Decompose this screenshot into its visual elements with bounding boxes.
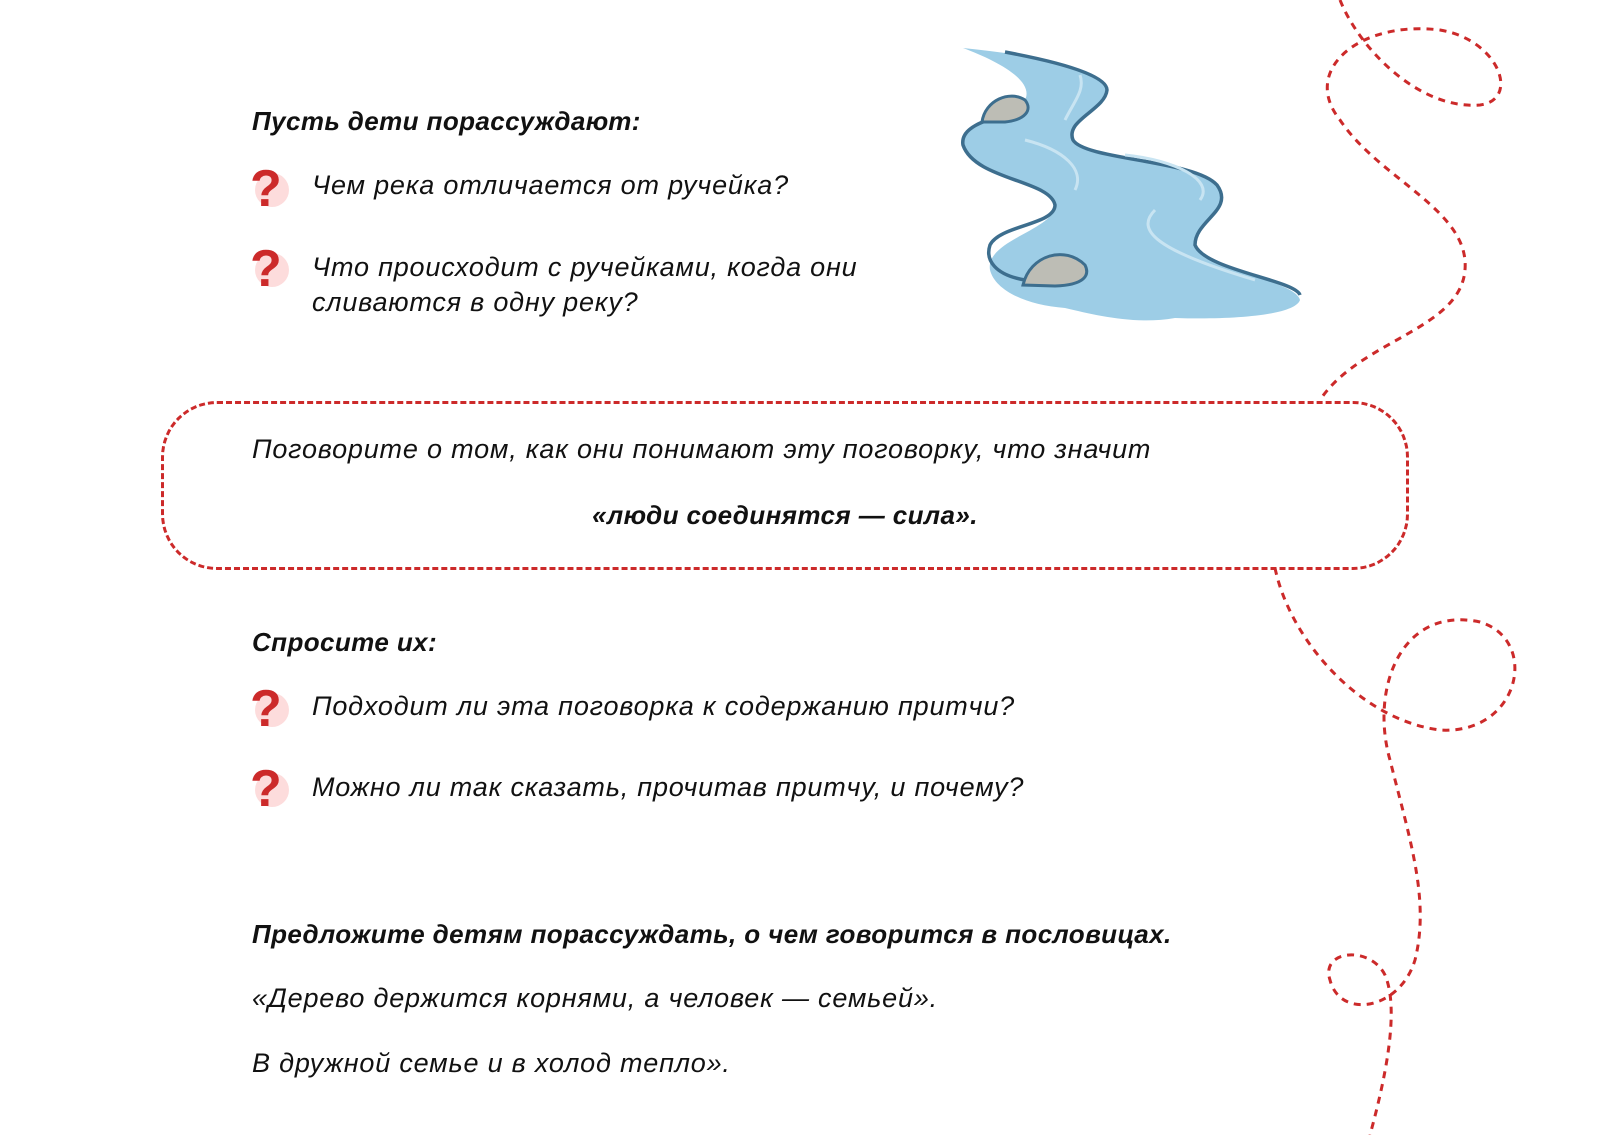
proverb-text: «Дерево держится корнями, а человек — се…	[252, 983, 938, 1013]
svg-text:?: ?	[250, 760, 282, 814]
question-mark-icon: ?	[250, 760, 289, 814]
callout-box: Поговорите о том, как они понимают эту п…	[161, 401, 1409, 570]
question-mark-icon: ?	[250, 680, 289, 734]
question-text: Подходит ли эта поговорка к содержанию п…	[312, 691, 1015, 721]
section3-heading: Предложите детям порассуждать, о чем гов…	[252, 919, 1172, 949]
river-illustration	[961, 48, 1302, 321]
callout-saying: «люди соединятся — сила».	[592, 500, 978, 530]
question-text: Можно ли так сказать, прочитав притчу, и…	[312, 772, 1025, 802]
question-mark-icon: ?	[250, 240, 289, 294]
question-mark-icon: ?	[250, 160, 289, 214]
proverb-text: В дружной семье и в холод тепло».	[252, 1048, 731, 1078]
question-text: Что происходит с ручейками, когда они сл…	[312, 252, 858, 317]
svg-text:?: ?	[250, 240, 282, 294]
callout-text: Поговорите о том, как они понимают эту п…	[252, 434, 1152, 464]
svg-text:?: ?	[250, 680, 282, 734]
section2-heading: Спросите их:	[252, 627, 438, 657]
section1-heading: Пусть дети порассуждают:	[252, 106, 641, 136]
svg-text:?: ?	[250, 160, 282, 214]
question-text: Чем река отличается от ручейка?	[312, 170, 789, 200]
